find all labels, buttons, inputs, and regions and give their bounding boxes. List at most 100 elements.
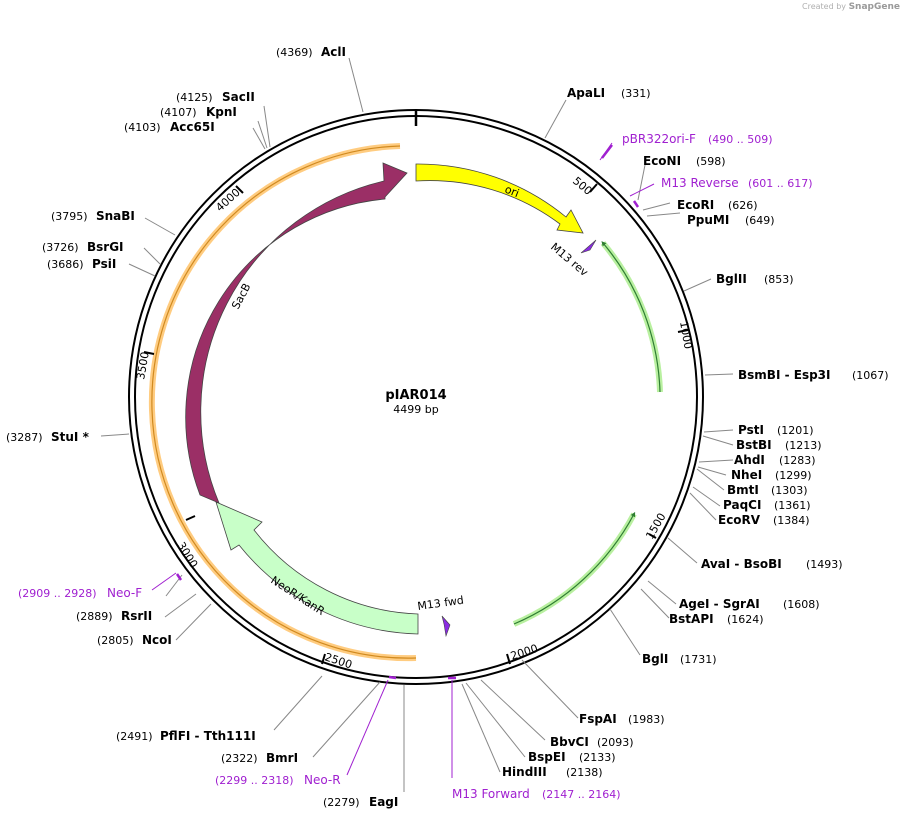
tick-2000: 2000 — [509, 642, 540, 663]
site-econi[interactable]: EcoNI — [643, 154, 681, 168]
green-arc-bottom — [512, 512, 637, 627]
site-ecori-pos: (626) — [728, 199, 758, 212]
primer-pbr322ori-f-pos: (490 .. 509) — [708, 133, 773, 146]
site-apali-pos: (331) — [621, 87, 651, 100]
primer-neo-f[interactable]: Neo-F — [107, 586, 142, 600]
primer-neo-f-pos: (2909 .. 2928) — [18, 587, 97, 600]
site-stui[interactable]: StuI * — [51, 430, 90, 444]
site-bglii-pos: (853) — [764, 273, 794, 286]
site-snabi-pos: (3795) — [51, 210, 88, 223]
site-ahdi[interactable]: AhdI — [734, 453, 765, 467]
green-arc-right-edge — [601, 241, 661, 393]
site-eagi[interactable]: EagI — [369, 795, 398, 809]
primer-m13-reverse-pos: (601 .. 617) — [748, 177, 813, 190]
green-arc-right — [600, 241, 663, 393]
site-paqci[interactable]: PaqCI — [723, 498, 761, 512]
site-bbvci-pos: (2093) — [597, 736, 634, 749]
feature-ori[interactable] — [415, 163, 584, 234]
site-bgli-pos: (1731) — [680, 653, 717, 666]
site-psii-pos: (3686) — [47, 258, 84, 271]
leader-lines — [100, 57, 734, 792]
site-bstapi[interactable]: BstAPI — [669, 612, 714, 626]
site-ahdi-pos: (1283) — [779, 454, 816, 467]
site-bstbi[interactable]: BstBI — [736, 438, 772, 452]
site-bsmbi-esp3i[interactable]: BsmBI - Esp3I — [738, 368, 830, 382]
site-psti-pos: (1201) — [777, 424, 814, 437]
site-avai-bsobi[interactable]: AvaI - BsoBI — [701, 557, 782, 571]
primer-m13-forward[interactable]: M13 Forward — [452, 787, 530, 801]
primer-neo-r-pos: (2299 .. 2318) — [215, 774, 294, 787]
site-agei-sgrai[interactable]: AgeI - SgrAI — [679, 597, 760, 611]
tick-1000: 1000 — [677, 320, 695, 350]
site-fspai[interactable]: FspAI — [579, 712, 617, 726]
site-rsrii[interactable]: RsrII — [121, 609, 152, 623]
site-psti[interactable]: PstI — [738, 423, 764, 437]
site-bsmbi-esp3i-pos: (1067) — [852, 369, 889, 382]
orange-feature-edge — [151, 145, 417, 659]
site-avai-bsobi-pos: (1493) — [806, 558, 843, 571]
primer-m13-forward-pos: (2147 .. 2164) — [542, 788, 621, 801]
site-sacii[interactable]: SacII — [222, 90, 255, 104]
site-bspei-pos: (2133) — [579, 751, 616, 764]
tick-3500: 3500 — [134, 351, 152, 381]
site-bmri-pos: (2322) — [221, 752, 258, 765]
feature-sacb[interactable] — [185, 162, 408, 504]
watermark-prefix: Created by — [802, 2, 847, 11]
site-pflfi-tth111i-pos: (2491) — [116, 730, 153, 743]
site-bbvci[interactable]: BbvCI — [550, 735, 589, 749]
site-nhei-pos: (1299) — [775, 469, 812, 482]
watermark: Created by SnapGene — [802, 2, 900, 12]
site-bmri[interactable]: BmrI — [266, 751, 298, 765]
primer-neo-r[interactable]: Neo-R — [304, 773, 341, 787]
left-site-labels: AclI (4369) SacII (4125) KpnI (4107) Acc… — [6, 45, 398, 809]
site-ppumi[interactable]: PpuMI — [687, 213, 729, 227]
site-bsrgi[interactable]: BsrGI — [87, 240, 124, 254]
primer-m13-reverse[interactable]: M13 Reverse — [661, 176, 739, 190]
site-nhei[interactable]: NheI — [731, 468, 762, 482]
site-ecorv-pos: (1384) — [773, 514, 810, 527]
site-bspei[interactable]: BspEI — [528, 750, 566, 764]
site-ncoi[interactable]: NcoI — [142, 633, 172, 647]
site-bglii[interactable]: BglII — [716, 272, 747, 286]
site-bsrgi-pos: (3726) — [42, 241, 79, 254]
green-arc-bottom-edge — [513, 511, 636, 625]
site-acli[interactable]: AclI — [321, 45, 346, 59]
site-ppumi-pos: (649) — [745, 214, 775, 227]
feature-m13-fwd-label: M13 fwd — [417, 594, 465, 613]
site-apali[interactable]: ApaLI — [567, 86, 605, 100]
site-paqci-pos: (1361) — [774, 499, 811, 512]
site-pflfi-tth111i[interactable]: PflFI - Tth111I — [160, 729, 256, 743]
site-ecori[interactable]: EcoRI — [677, 198, 714, 212]
site-bmti-pos: (1303) — [771, 484, 808, 497]
feature-ori-label: ori — [503, 183, 521, 200]
site-ecorv[interactable]: EcoRV — [718, 513, 761, 527]
plasmid-length: 4499 bp — [393, 403, 438, 416]
site-acc65i[interactable]: Acc65I — [170, 120, 215, 134]
site-bgli[interactable]: BglI — [642, 652, 668, 666]
site-psii[interactable]: PsiI — [92, 257, 116, 271]
site-sacii-pos: (4125) — [176, 91, 213, 104]
site-bmti[interactable]: BmtI — [727, 483, 759, 497]
feature-m13-rev[interactable] — [580, 239, 597, 254]
feature-m13-rev-label: M13 rev — [548, 240, 591, 279]
primer-pbr322ori-f[interactable]: pBR322ori-F — [622, 132, 696, 146]
site-snabi[interactable]: SnaBI — [96, 209, 135, 223]
site-agei-sgrai-pos: (1608) — [783, 598, 820, 611]
site-ncoi-pos: (2805) — [97, 634, 134, 647]
site-acc65i-pos: (4103) — [124, 121, 161, 134]
primer-leaders — [151, 142, 655, 778]
site-hindiii[interactable]: HindIII — [502, 765, 547, 779]
feature-neor-kanr[interactable] — [215, 501, 419, 635]
site-bstbi-pos: (1213) — [785, 439, 822, 452]
site-bstapi-pos: (1624) — [727, 613, 764, 626]
right-site-labels: ApaLI (331) pBR322ori-F (490 .. 509) Eco… — [452, 86, 889, 801]
site-acli-pos: (4369) — [276, 46, 313, 59]
site-econi-pos: (598) — [696, 155, 726, 168]
watermark-brand: SnapGene — [848, 2, 900, 12]
plasmid-name: pIAR014 — [385, 388, 446, 403]
site-rsrii-pos: (2889) — [76, 610, 113, 623]
site-kpni[interactable]: KpnI — [206, 105, 237, 119]
feature-m13-fwd[interactable] — [441, 615, 451, 638]
site-stui-pos: (3287) — [6, 431, 43, 444]
